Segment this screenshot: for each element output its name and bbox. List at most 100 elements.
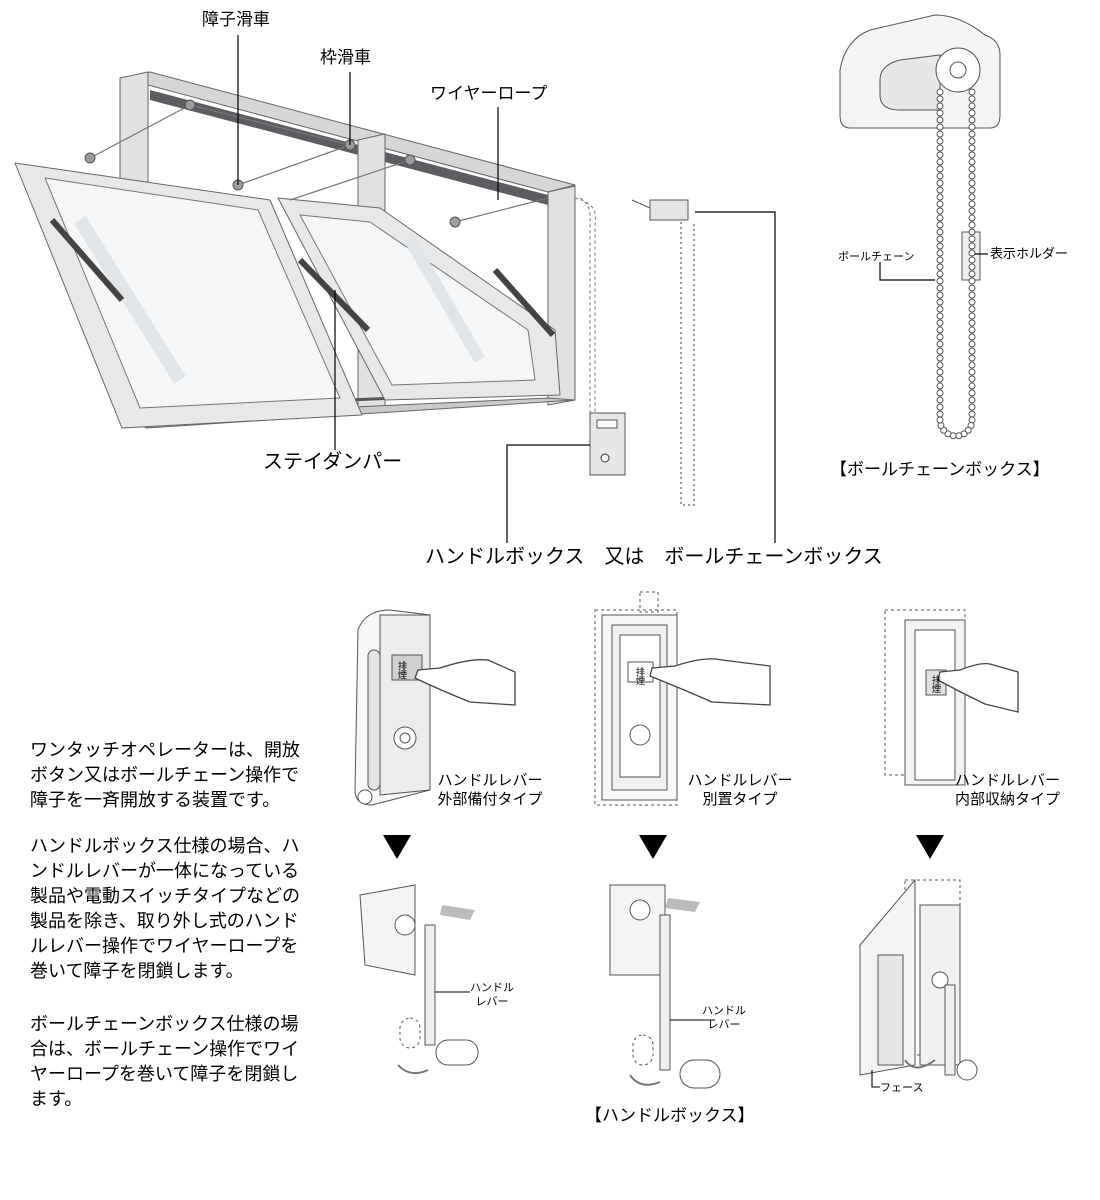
chain-ball xyxy=(936,221,944,229)
desc-line: 製品や電動スイッチタイプなどの xyxy=(30,886,300,907)
desc-line: ヤーロープを巻いて障子を閉鎖し xyxy=(30,1064,299,1085)
desc-line: 巻いて障子を閉鎖します。 xyxy=(30,961,244,982)
desc-line: ボタン又はボールチェーン操作で xyxy=(30,765,300,786)
lever-b-line2: レバー xyxy=(707,1018,741,1031)
lever-b-line1: ハンドル xyxy=(702,1004,746,1017)
type-internal-line1: ハンドルレバー xyxy=(954,771,1060,789)
chain-ball xyxy=(936,333,944,341)
chain-ball xyxy=(968,172,976,180)
chain-ball xyxy=(968,242,976,250)
handle-box-internal xyxy=(884,609,966,786)
lever-a-line1: ハンドル xyxy=(470,981,514,994)
chain-ball xyxy=(968,193,976,201)
chain-ball xyxy=(936,116,944,124)
chain-ball xyxy=(936,158,944,166)
button-text-a: 排煙 xyxy=(396,661,406,679)
chain-ball xyxy=(968,368,976,376)
description-para-3: ボールチェーンボックス仕様の場 合は、ボールチェーン操作でワイ ヤーロープを巻い… xyxy=(30,1012,335,1112)
chain-ball xyxy=(968,228,976,236)
lever-a xyxy=(359,884,479,1075)
chain-ball xyxy=(968,410,976,418)
chain-ball xyxy=(936,340,944,348)
chain-ball xyxy=(936,354,944,362)
chain-ball xyxy=(936,305,944,313)
lever-c xyxy=(859,878,978,1081)
chain-ball xyxy=(936,403,944,411)
type-external-line1: ハンドルレバー xyxy=(437,771,543,789)
chain-ball xyxy=(968,186,976,194)
chain-ball xyxy=(968,123,976,131)
chain-ball xyxy=(968,382,976,390)
frame-pulley-label: 枠滑車 xyxy=(320,48,371,68)
chain-ball xyxy=(968,354,976,362)
chain-ball xyxy=(936,263,944,271)
chain-ball xyxy=(936,326,944,334)
chain-ball xyxy=(936,277,944,285)
desc-line: 製品を除き、取り外し式のハンド xyxy=(30,911,299,932)
chain-ball xyxy=(936,109,944,117)
chain-ball xyxy=(968,333,976,341)
handle-box-title: 【ハンドルボックス】 xyxy=(585,1106,755,1126)
chain-ball xyxy=(936,179,944,187)
chain-ball xyxy=(936,347,944,355)
chain-ball xyxy=(968,158,976,166)
lever-b xyxy=(609,884,721,1089)
sash-pulley-label: 障子滑車 xyxy=(202,10,270,30)
arrow-down-icon xyxy=(383,835,411,859)
handle-box-external xyxy=(354,609,431,806)
chain-ball xyxy=(968,235,976,243)
chain-ball xyxy=(968,130,976,138)
chain-ball xyxy=(936,228,944,236)
chain-ball xyxy=(968,179,976,187)
type-internal-line2: 内部収納タイプ xyxy=(954,790,1060,808)
chain-ball xyxy=(936,137,944,145)
chain-ball xyxy=(936,172,944,180)
stay-damper-label: ステイダンパー xyxy=(263,449,403,473)
desc-line: ンドルレバーが一体になっている xyxy=(30,861,300,882)
desc-line: ワンタッチオペレーターは、開放 xyxy=(30,740,300,761)
chain-pulley-box xyxy=(649,199,689,221)
chain-ball xyxy=(936,416,944,424)
chain-ball xyxy=(936,375,944,383)
chain-ball xyxy=(936,361,944,369)
chain-ball xyxy=(968,326,976,334)
chain-ball xyxy=(968,88,976,96)
lever-a-label: ハンドル レバー xyxy=(468,982,516,1007)
hand-b xyxy=(649,658,771,706)
chain-ball xyxy=(936,410,944,418)
chain-ball xyxy=(968,137,976,145)
chain-ball xyxy=(936,389,944,397)
chain-ball xyxy=(968,263,976,271)
chain-ball xyxy=(968,270,976,278)
desc-line: ます。 xyxy=(30,1089,83,1110)
description-para-2: ハンドルボックス仕様の場合、ハ ンドルレバーが一体になっている 製品や電動スイッ… xyxy=(30,834,335,984)
desc-line: 合は、ボールチェーン操作でワイ xyxy=(30,1039,300,1060)
chain-ball xyxy=(968,109,976,117)
chain-ball xyxy=(936,242,944,250)
chain-ball xyxy=(968,102,976,110)
chain-ball xyxy=(968,375,976,383)
chain-ball xyxy=(936,207,944,215)
type-separate-line1: ハンドルレバー xyxy=(687,771,793,789)
chain-ball xyxy=(968,284,976,292)
wire-rope-label: ワイヤーロープ xyxy=(430,84,548,104)
chain-ball xyxy=(936,88,944,96)
arrow-down-icon xyxy=(639,835,667,859)
arrow-down-icon xyxy=(916,835,944,859)
ball-chain-box-title: 【ボールチェーンボックス】 xyxy=(830,460,1050,480)
chain-ball xyxy=(968,396,976,404)
chain-ball xyxy=(968,340,976,348)
chain-ball xyxy=(968,144,976,152)
hand-a xyxy=(414,659,516,706)
chain-ball xyxy=(936,235,944,243)
chain-ball xyxy=(936,298,944,306)
chain-ball xyxy=(968,416,976,424)
chain-ball xyxy=(936,284,944,292)
desc-line: ルレバー操作でワイヤーロープを xyxy=(30,936,299,957)
chain-ball xyxy=(936,382,944,390)
type-separate-line2: 別置タイプ xyxy=(702,790,778,808)
type-external-line2: 外部備付タイプ xyxy=(437,790,543,808)
chain-ball xyxy=(968,214,976,222)
chain-ball xyxy=(936,396,944,404)
